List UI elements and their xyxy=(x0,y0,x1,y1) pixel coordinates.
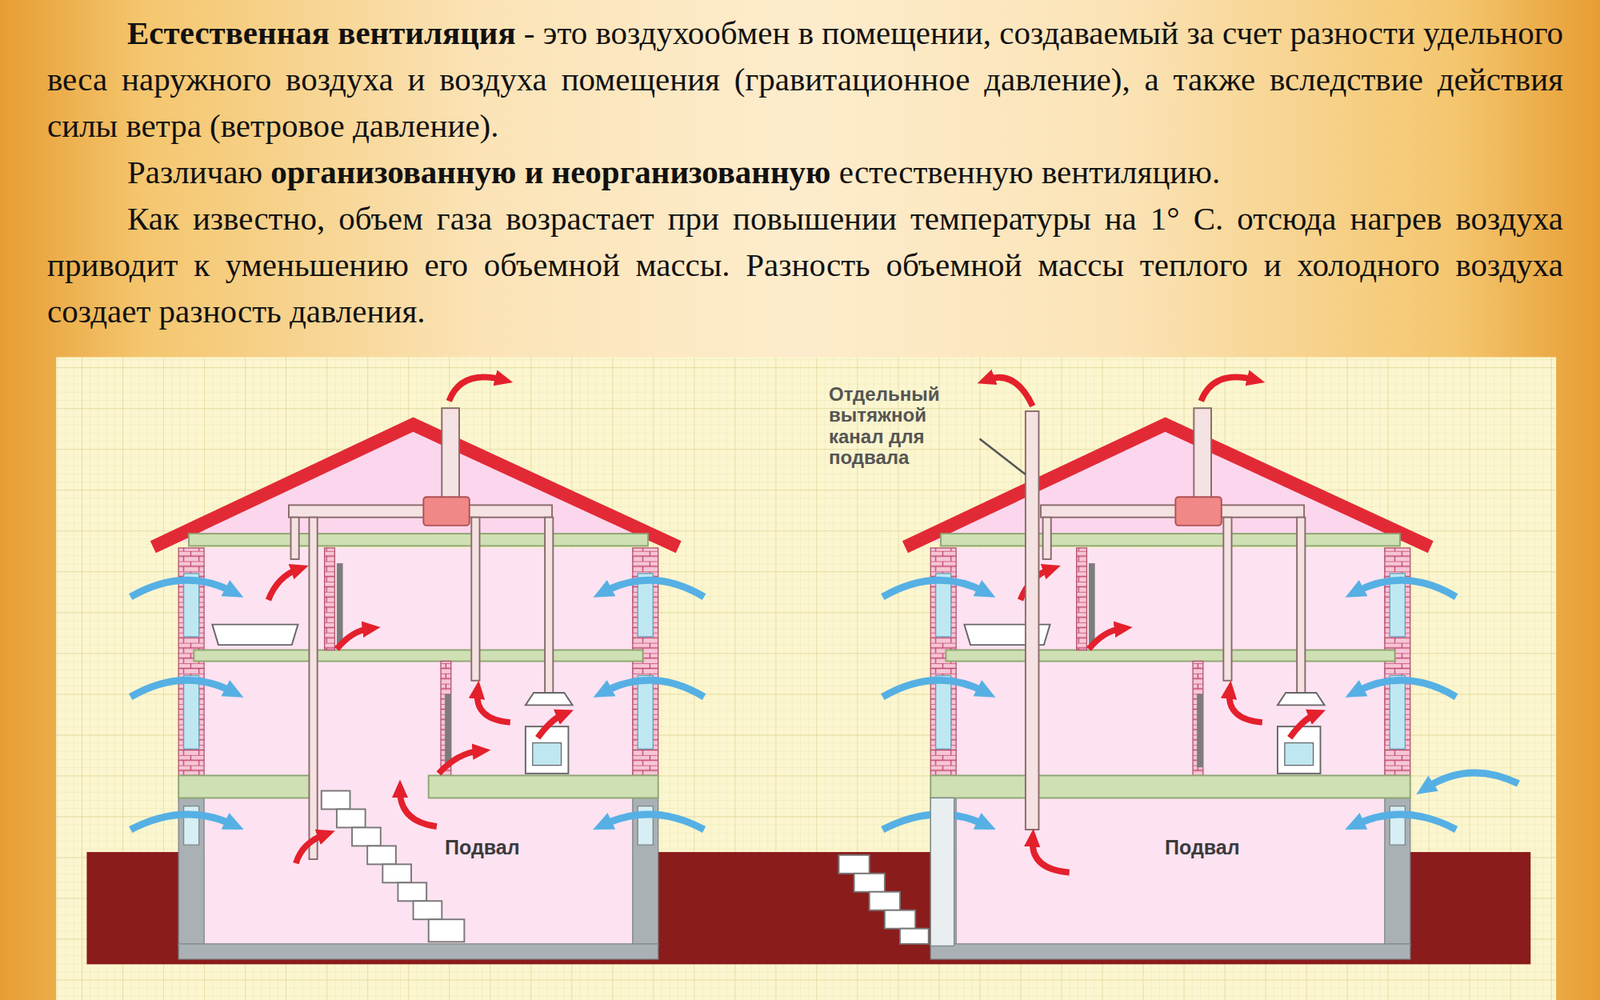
house-left-part-part xyxy=(400,791,437,828)
basement-exhaust-channel xyxy=(1025,411,1040,830)
house-left-part xyxy=(178,775,312,798)
house-left-part-part xyxy=(413,900,443,920)
house-right-part-part xyxy=(988,377,1033,407)
house-right xyxy=(838,376,1518,960)
house-right-part xyxy=(838,855,928,944)
house-left-part-part xyxy=(382,864,412,883)
house-right-part-part xyxy=(854,873,885,892)
paragraph: Естественная вентиляция- это воздухообме… xyxy=(47,9,1564,149)
leader-line xyxy=(979,438,1025,475)
house-left-part-part xyxy=(438,751,480,774)
house-right-part-part xyxy=(884,910,916,929)
body-text: Как известно, объем газа возрастает при … xyxy=(47,200,1564,330)
house-right-part-part xyxy=(869,892,900,911)
house-left-part xyxy=(308,517,317,860)
house-right-part-part xyxy=(900,928,929,944)
house-right-part xyxy=(988,377,1070,873)
house-left-part-part xyxy=(397,882,427,901)
house-right-part-part xyxy=(1032,840,1070,873)
body-text: естественную вентиляцию. xyxy=(839,153,1220,191)
house-left-part-part xyxy=(352,827,381,846)
house-right-part-part xyxy=(838,855,869,874)
house-left xyxy=(130,376,704,960)
intro-text: Естественная вентиляция- это воздухообме… xyxy=(47,9,1564,335)
ventilation-illustration-part xyxy=(56,356,1556,1000)
house-right-part xyxy=(930,797,954,946)
body-text: Различаю xyxy=(127,153,263,191)
house-left-part xyxy=(321,791,465,943)
house-left-part-part xyxy=(321,791,351,810)
house-right-part xyxy=(882,376,1456,960)
diagram-panel xyxy=(56,356,1556,1000)
room-label: Подвал xyxy=(1164,836,1240,860)
ventilation-illustration-part xyxy=(56,356,1556,1000)
house-right-part xyxy=(1426,772,1519,788)
callout-label: Отдельный вытяжной канал для подвала xyxy=(828,384,953,469)
house-right-part-part xyxy=(1426,772,1519,788)
bold-term: организованную и неорганизованную xyxy=(270,153,831,191)
room-label: Подвал xyxy=(444,836,520,860)
house-left-part-part xyxy=(367,845,396,864)
house-left-part-part xyxy=(296,834,325,864)
house-right-part xyxy=(930,775,1410,798)
house-left-part-part xyxy=(336,808,366,828)
paragraph: Различаюорганизованную и неорганизованну… xyxy=(47,148,1564,196)
paragraph: Как известно, объем газа возрастает при … xyxy=(47,195,1564,335)
house-left-part-part xyxy=(428,919,465,942)
house-left-part xyxy=(428,775,659,798)
bold-term: Естественная вентиляция xyxy=(127,14,516,52)
house-left-part xyxy=(130,376,704,960)
